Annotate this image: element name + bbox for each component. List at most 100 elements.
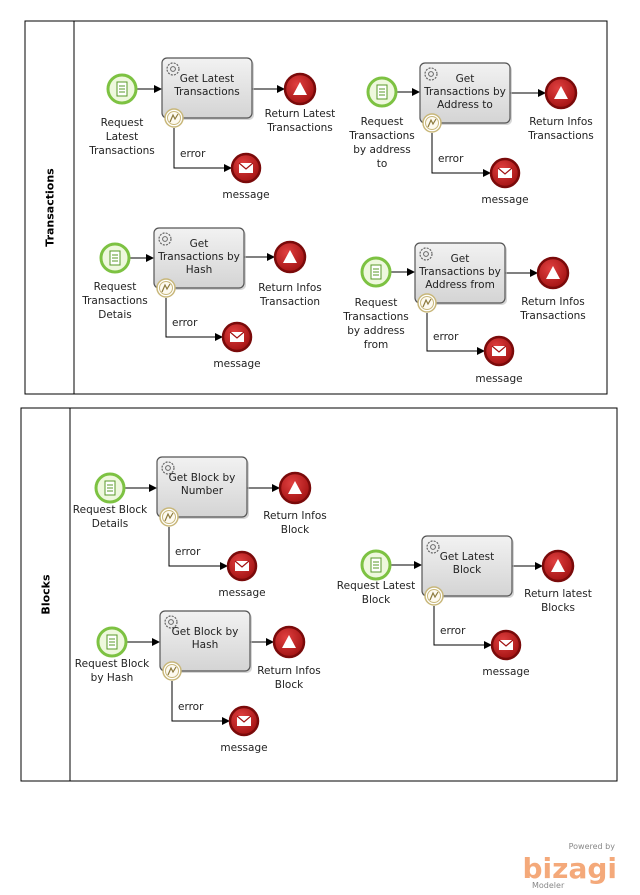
envelope-icon [230,332,244,342]
message-end-event[interactable] [228,705,260,737]
message-end-event[interactable] [221,321,253,353]
start-event[interactable] [360,549,392,581]
end-event-label-line: Return latest [524,588,592,600]
start-event[interactable] [366,76,398,108]
pool-title: Blocks [40,574,53,615]
boundary-error-event[interactable] [164,108,184,128]
envelope-flap [229,331,245,339]
message-end-event[interactable] [483,335,515,367]
boundary-error-event[interactable] [424,586,444,606]
boundary-error-event[interactable] [422,113,442,133]
end-event-label-line: Block [281,524,310,536]
message-label: message [213,358,260,370]
boundary-error-event[interactable] [162,661,182,681]
start-event-label-line: Request [355,297,398,309]
start-event-label-line: by address [353,144,410,156]
start-event[interactable] [106,73,138,105]
gear-icon [164,615,178,629]
start-event-label-line: Request Block [75,658,150,670]
end-event[interactable] [536,256,570,290]
escalation-triangle-icon [293,82,307,95]
lightning-icon [427,118,437,128]
task-label-line: Address to [437,99,493,111]
start-event[interactable] [360,256,392,288]
brand-name: bizagi [523,852,617,885]
task-box [161,57,253,119]
start-event-label: Request Block by Hash [75,658,150,684]
message-end-event[interactable] [230,152,262,184]
message-end-event[interactable] [489,157,521,189]
start-event[interactable] [99,242,131,274]
end-event[interactable] [273,240,307,274]
start-event-label-line: Request [361,116,404,128]
message-label: message [482,666,529,678]
exception-flow [168,527,228,570]
task-label-line: Get [451,253,470,265]
error-label: error [438,153,464,165]
envelope-flap [238,162,254,170]
task-label-line: Hash [192,639,218,651]
message-end-event[interactable] [226,550,258,582]
boundary-error-event[interactable] [417,293,437,313]
end-event-label-line: Return Infos [529,116,593,128]
gear-icon [426,540,440,554]
start-event[interactable] [96,626,128,658]
start-event-label-line: Request [94,281,137,293]
start-event-label-line: Request Latest [337,580,415,592]
boundary-error-event[interactable] [156,278,176,298]
end-event-label-line: Transaction [259,296,320,308]
gear-icon-hub [423,251,429,257]
boundary-error-event[interactable] [159,507,179,527]
start-event-label-line: Block [362,594,391,606]
task-box [153,227,245,289]
start-event-label-line: Latest [106,131,138,143]
end-event[interactable] [278,471,312,505]
message-end-event[interactable] [490,629,522,661]
task-label-line: Get [456,73,475,85]
gear-icon-hub [168,619,174,625]
end-event[interactable] [541,549,575,583]
gear-icon-hub [162,236,168,242]
exception-flow [431,133,491,177]
task-box [414,242,506,304]
escalation-triangle-icon [554,86,568,99]
envelope-icon [492,346,506,356]
end-event-label-line: Transactions [266,122,333,134]
message-label: message [475,373,522,385]
start-event[interactable] [94,472,126,504]
end-event[interactable] [272,625,306,659]
task-label-line: Hash [186,264,212,276]
end-event[interactable] [544,76,578,110]
envelope-icon [499,640,513,650]
start-event-label-line: Details [92,518,128,530]
end-event[interactable] [283,72,317,106]
envelope-icon [239,163,253,173]
lightning-icon [161,283,171,293]
end-event-label-line: Return Infos [257,665,321,677]
message-label: message [222,189,269,201]
end-event-label-line: Return Infos [263,510,327,522]
start-event-label-line: Transactions [348,130,415,142]
start-event-label-line: by Hash [91,672,134,684]
envelope-flap [234,560,250,568]
message-label: message [218,587,265,599]
error-label: error [433,331,459,343]
